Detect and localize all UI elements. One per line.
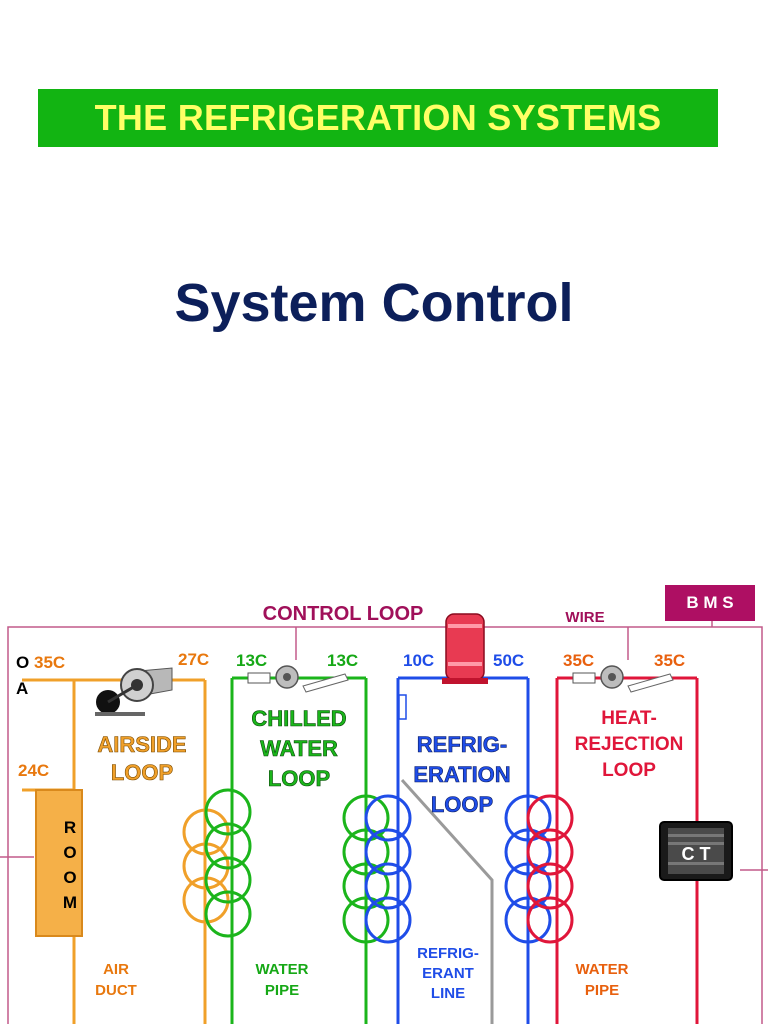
water-pipe-2-label-1: WATER	[575, 961, 628, 978]
water-pipe-1-label-2: PIPE	[265, 982, 299, 999]
chilled-water-label-2: WATER	[260, 736, 338, 761]
cooling-coil-air-chw	[182, 788, 252, 938]
expansion-valve-icon	[398, 694, 407, 720]
oa-label-o: O	[16, 653, 29, 672]
water-pipe-2-label-2: PIPE	[585, 982, 619, 999]
wire-label: WIRE	[565, 609, 604, 626]
room-letter-1: R	[64, 818, 76, 837]
chilled-water-label-3: LOOP	[268, 766, 330, 791]
temp-air-return: 27C	[178, 650, 209, 669]
temp-chw-right: 13C	[327, 651, 358, 670]
evaporator-coil	[342, 794, 412, 944]
water-pipe-1-label-1: WATER	[255, 961, 308, 978]
refrigeration-label-1: REFRIG-	[417, 732, 507, 757]
cooling-tower-icon[interactable]: C T	[659, 821, 733, 881]
temp-cw-right: 35C	[654, 651, 685, 670]
heat-rejection-label-3: LOOP	[602, 760, 656, 781]
refrigerant-line-label-2: ERANT	[422, 965, 474, 982]
slide-title: THE REFRIGERATION SYSTEMS	[38, 89, 718, 147]
temp-refrig-left: 10C	[403, 651, 434, 670]
slide-subtitle: System Control	[174, 273, 574, 333]
oa-label-a: A	[16, 679, 28, 698]
air-duct-label-1: AIR	[103, 961, 129, 978]
temp-cw-left: 35C	[563, 651, 594, 670]
condenser-water-pump-icon	[572, 665, 674, 693]
temp-chw-left: 13C	[236, 651, 267, 670]
compressor-icon[interactable]	[442, 613, 488, 684]
condenser-coil	[504, 794, 574, 944]
refrigerant-line-label-3: LINE	[431, 985, 465, 1002]
refrigeration-label-2: ERATION	[413, 762, 510, 787]
chilled-water-label-1: CHILLED	[251, 706, 346, 731]
room-box: R O O M	[35, 789, 83, 937]
room-letter-3: O	[63, 868, 76, 887]
air-duct-label-2: DUCT	[95, 982, 137, 999]
refrigerant-line	[400, 778, 494, 1024]
airside-loop-label-2: LOOP	[111, 760, 173, 785]
airside-loop-label-1: AIRSIDE	[97, 732, 186, 757]
control-loop-label: CONTROL LOOP	[263, 603, 424, 625]
bms-box[interactable]: B M S	[665, 585, 755, 621]
ct-label: C T	[682, 844, 711, 864]
temp-room: 24C	[18, 761, 49, 780]
bms-label: B M S	[686, 593, 733, 612]
room-letter-4: M	[63, 893, 77, 912]
heat-rejection-label-1: HEAT-	[601, 708, 657, 729]
bms-control-wiring	[0, 620, 768, 1024]
airside-fan-icon	[95, 667, 173, 716]
refrigeration-label-3: LOOP	[431, 792, 493, 817]
chilled-water-pump-icon	[247, 665, 349, 693]
refrigerant-line-label-1: REFRIG-	[417, 945, 479, 962]
temp-refrig-right: 50C	[493, 651, 524, 670]
heat-rejection-label-2: REJECTION	[575, 734, 684, 755]
temp-oa-supply: 35C	[34, 653, 65, 672]
room-letter-2: O	[63, 843, 76, 862]
